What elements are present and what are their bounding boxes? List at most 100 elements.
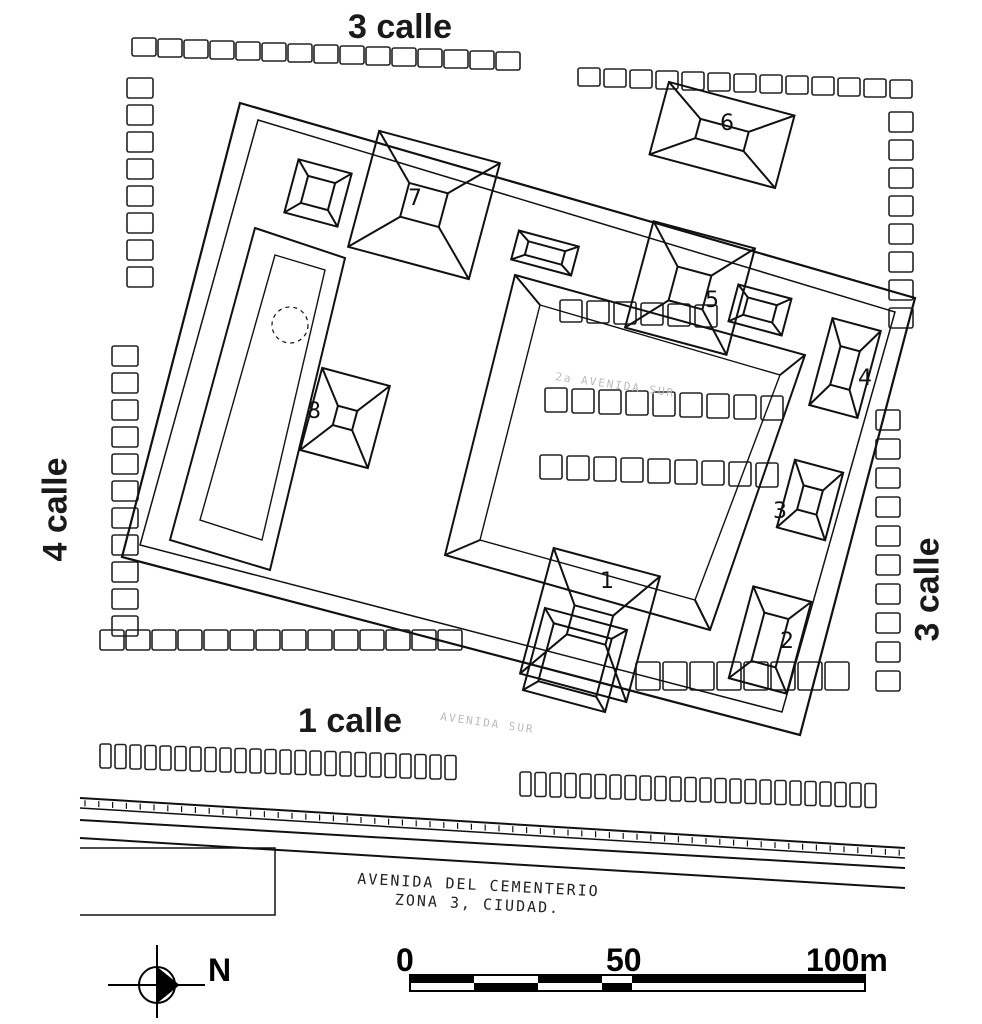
street-label-right: 3 calle [908, 537, 947, 642]
tomb [204, 746, 217, 773]
tomb [774, 779, 787, 806]
tomb [219, 747, 232, 773]
mound-6-edge [668, 81, 702, 120]
mound-label-4: 4 [858, 366, 872, 391]
mound-1-base-edge [595, 696, 606, 713]
tomb [594, 773, 607, 800]
tomb [126, 212, 154, 234]
tomb [593, 456, 617, 482]
mound-2-edge [774, 666, 788, 695]
tomb [111, 426, 139, 448]
street-label-left: 4 calle [36, 457, 75, 562]
tomb [287, 43, 313, 63]
tomb [625, 390, 649, 416]
tomb [443, 49, 469, 69]
tomb [824, 661, 850, 691]
tomb [534, 771, 547, 798]
mound-small-ne-edge [771, 321, 783, 337]
mound-8-edge [351, 429, 369, 469]
tomb [864, 782, 877, 809]
mound-small-n-edge [560, 264, 572, 277]
mound-8-edge [299, 424, 334, 451]
tomb [174, 745, 187, 772]
tomb [888, 111, 914, 133]
mound-6-edge [742, 150, 776, 189]
mound-1-base [521, 606, 629, 714]
tomb [586, 300, 610, 324]
mound-4-edge [831, 317, 842, 347]
mound-4-edge [808, 384, 831, 406]
tomb [620, 457, 644, 483]
mound-1-edge [552, 547, 576, 606]
mound-4-edge [859, 330, 882, 352]
tomb [151, 629, 177, 651]
tomb [811, 76, 835, 96]
mound-7-outer [346, 129, 502, 281]
tomb [309, 750, 322, 776]
tomb [544, 387, 568, 413]
tomb [609, 774, 622, 800]
tomb [281, 629, 307, 651]
tomb [875, 409, 901, 431]
tomb [126, 239, 154, 261]
mound-small-nw-edge [297, 158, 309, 177]
tomb [261, 42, 287, 62]
tomb [888, 195, 914, 217]
tomb [733, 73, 757, 93]
tomb [647, 458, 671, 484]
tomb [354, 751, 367, 778]
tomb [429, 754, 442, 780]
scale-label-100m: 100m [806, 942, 888, 978]
tomb [203, 629, 229, 651]
mound-1-edge [519, 633, 568, 675]
north-letter: N [208, 952, 232, 988]
tomb [804, 780, 817, 807]
mound-small-ne-top [741, 296, 779, 324]
tomb [624, 774, 637, 801]
mound-7-top [398, 181, 450, 229]
tomb [369, 752, 382, 778]
tomb [669, 776, 682, 802]
mound-1-outer [518, 546, 662, 704]
mound-small-nw-edge [327, 209, 339, 228]
tomb [126, 185, 154, 207]
mound-small-ne-outer [727, 283, 793, 337]
mound-5-edge [701, 308, 728, 356]
tomb [339, 751, 352, 777]
tomb [495, 51, 521, 71]
tomb [797, 661, 823, 691]
avenue-road [79, 797, 906, 916]
mound-7-edge [347, 215, 401, 248]
tomb [577, 67, 601, 87]
mound-label-5: 5 [705, 288, 719, 313]
tomb [564, 772, 577, 799]
tomb [714, 777, 727, 804]
tomb [875, 670, 901, 692]
tomb [126, 77, 154, 99]
tomb [384, 752, 397, 779]
tomb [888, 223, 914, 245]
mound-5-edge [652, 220, 679, 268]
mound-small-nw-edge [334, 172, 353, 184]
tomb [629, 69, 653, 89]
mound-6-edge [649, 137, 696, 156]
mound-label-7: 7 [408, 186, 422, 211]
tomb [635, 661, 661, 691]
tomb [235, 41, 261, 61]
mound-8 [298, 366, 392, 470]
mound-4-top [828, 344, 862, 392]
west-structure [168, 226, 347, 572]
tomb [759, 779, 772, 805]
mound-6-outer [648, 80, 796, 190]
tomb [324, 750, 337, 777]
mound-small-nw-top [299, 174, 337, 212]
tomb [785, 75, 809, 95]
tomb [313, 44, 339, 64]
mound-8-top [331, 404, 359, 432]
mound-3-edge [793, 459, 805, 486]
mound-1-edge [612, 575, 661, 617]
tomb [684, 776, 697, 803]
tomb [652, 391, 676, 417]
mound-1-base-edge [611, 629, 628, 640]
tomb [183, 39, 209, 59]
